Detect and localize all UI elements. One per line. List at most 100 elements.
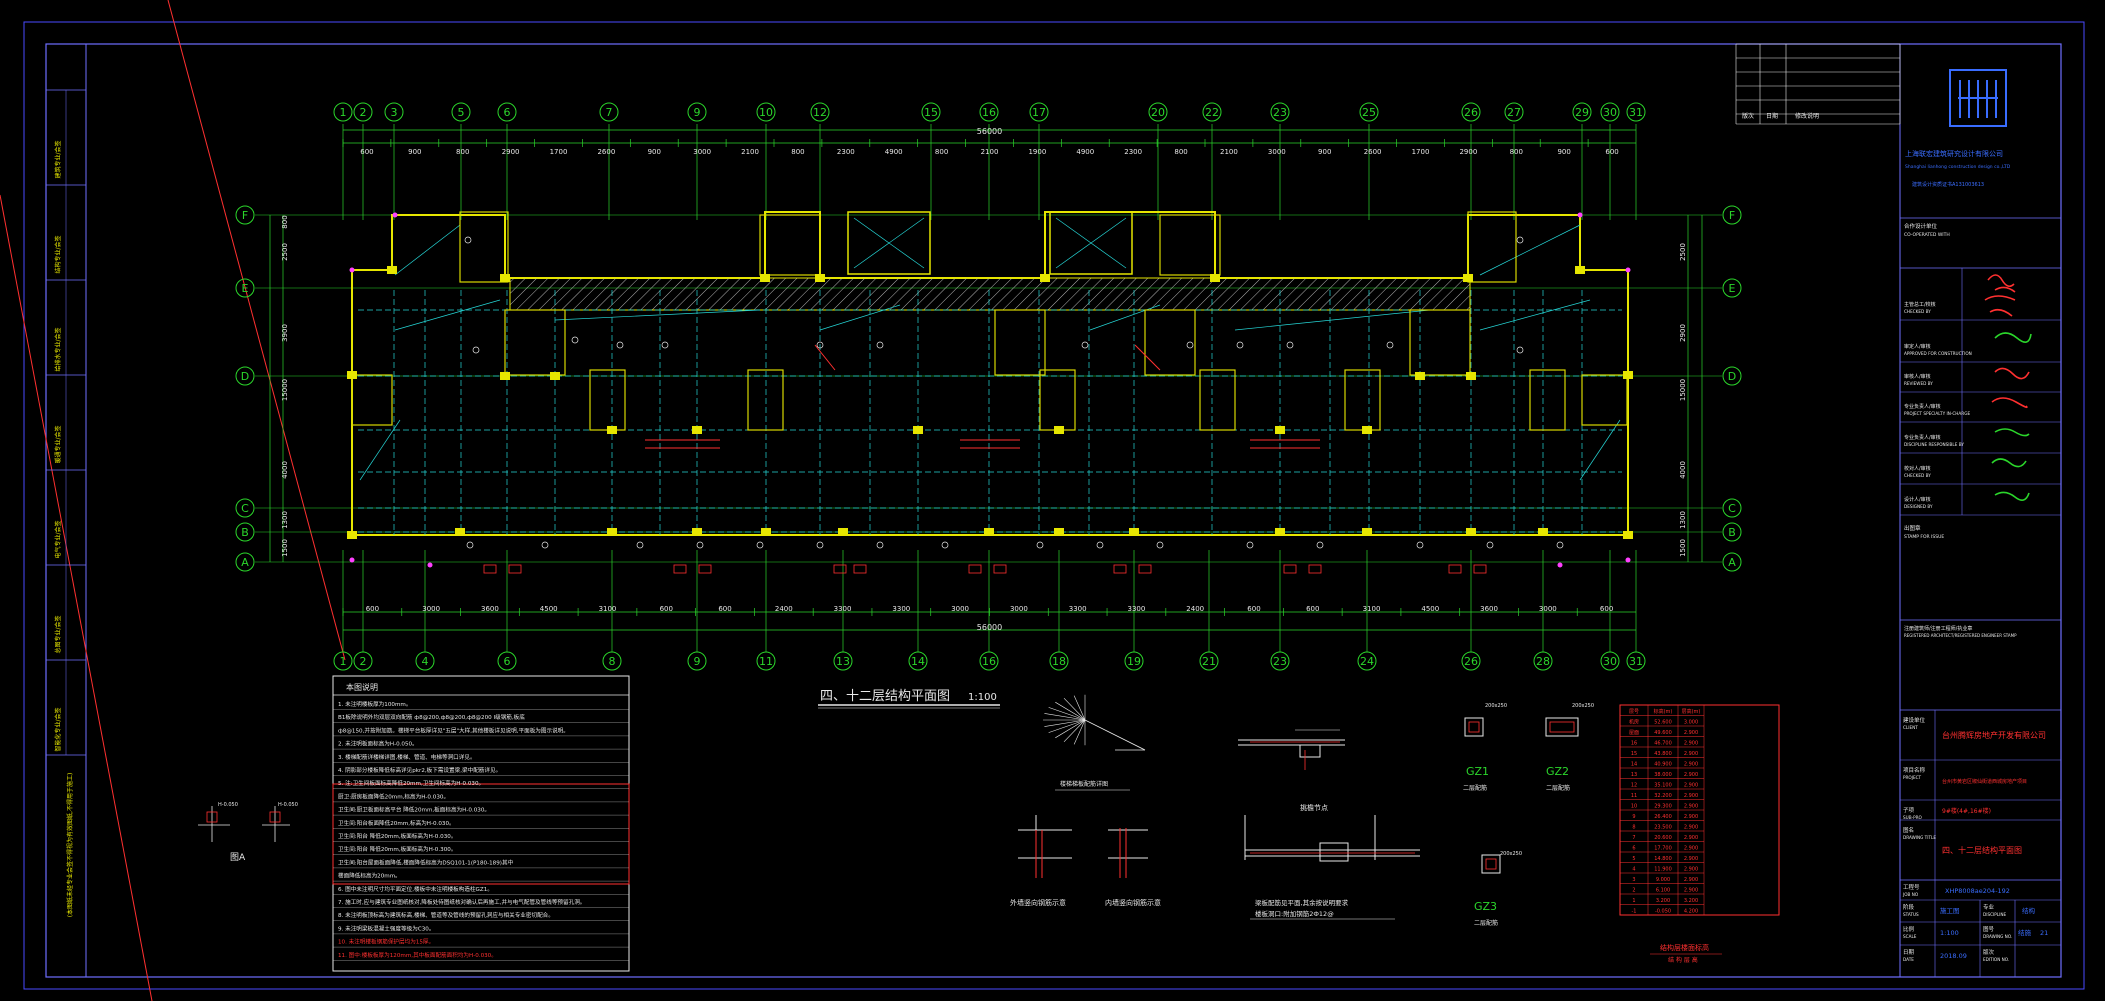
dim-bottom: 3600 (481, 605, 499, 613)
grid-label-bottom: 28 (1536, 655, 1550, 668)
level-table-cell: 16 (1631, 741, 1637, 747)
coop-label-en: CO-OPERATED WITH (1904, 232, 1950, 238)
grid-bubble-right (1722, 205, 1742, 225)
slab-diagonal (1479, 299, 1591, 331)
grid-bubble-left (235, 552, 255, 572)
dim-bottom: 600 (1600, 605, 1613, 613)
note-line: ф8@150,并按附加筋。楼梯平台板厚详见"五层"大样,其他楼板详见说明,平面板… (338, 726, 569, 734)
dim-right: 1300 (1679, 511, 1687, 529)
dim-top: 2300 (1124, 148, 1142, 156)
dim-bottom: 3000 (1539, 605, 1557, 613)
svg-text:GZ2: GZ2 (1546, 765, 1569, 778)
room-wall (1529, 369, 1566, 431)
dim-bottom: 600 (718, 605, 731, 613)
stair-ray (1073, 695, 1086, 721)
stair-ray (1055, 701, 1086, 721)
grid-label-top: 22 (1205, 106, 1219, 119)
info-value: 四、十二层结构平面图 (1942, 845, 2022, 855)
slab-marker (1316, 541, 1324, 549)
elevator-shaft (1049, 211, 1133, 275)
level-table-cell: 11 (1631, 793, 1637, 799)
role-label-en: APPROVED FOR CONSTRUCTION (1904, 351, 1972, 356)
rev-header: 修改说明 (1795, 112, 1819, 120)
grid-bubble-bottom (1357, 651, 1377, 671)
svg-text:200x250: 200x250 (1500, 851, 1522, 857)
slab-marker (1516, 236, 1524, 244)
slab-marker (756, 541, 764, 549)
grid-label-top: 17 (1032, 106, 1046, 119)
room-wall (994, 309, 1046, 376)
level-table-cell: 14 (1631, 762, 1637, 768)
slab-marker (1486, 541, 1494, 549)
signature (1984, 274, 2016, 317)
slab-marker (876, 541, 884, 549)
grid-label-left: B (241, 526, 249, 539)
title-block: 版次日期修改说明上海联宏建筑研究设计有限公司Shanghai lianhong … (1735, 43, 2061, 978)
role-label-en: PROJECT SPECIALTY IN-CHARGE (1904, 411, 1970, 416)
level-table-cell: 20.600 (1654, 835, 1672, 841)
gz-mark (833, 564, 847, 574)
grid-label-bottom: 30 (1603, 655, 1617, 668)
drawing-scale: 1:100 (968, 692, 997, 703)
inner-frame (45, 43, 2062, 978)
slab-diagonal (819, 304, 901, 331)
column (1623, 531, 1633, 539)
coop-label: 合作设计单位 (1904, 222, 1938, 230)
dim-top: 4900 (885, 148, 903, 156)
room-wall (1159, 214, 1221, 276)
signature (1994, 491, 2030, 501)
grid-bubble-bottom (1199, 651, 1219, 671)
company-name-en: Shanghai lianhong construction design co… (1905, 164, 2011, 170)
svg-text:梁板配筋见平面,其余按说明要求: 梁板配筋见平面,其余按说明要求 (1255, 898, 1349, 907)
job-number: XHP8008ae204-192 (1945, 887, 2010, 895)
info-label: 子项 (1903, 807, 1915, 814)
slab-marker (1286, 341, 1294, 349)
info-value: 台州腾辉房地产开发有限公司 (1942, 730, 2046, 740)
note-line: 4. 阴影部分楼板降低标高详见pkr2,板下需设置梁,梁中配筋详见。 (338, 766, 501, 774)
drawing-title: 四、十二层结构平面图 (820, 689, 950, 704)
column (1415, 372, 1425, 380)
grid-label-right: D (1728, 370, 1736, 383)
svg-text:200x250: 200x250 (1485, 703, 1507, 709)
info-label-en: PROJECT (1903, 775, 1922, 780)
dim-bottom: 3100 (599, 605, 617, 613)
svg-text:楼板洞口:附加钢筋2Ф12@: 楼板洞口:附加钢筋2Ф12@ (1255, 909, 1334, 918)
grid-label-top: 12 (813, 106, 827, 119)
dim-top: 3000 (693, 148, 711, 156)
reg-stamp-label: 注册建筑师/注册工程师/执业章 (1904, 625, 1972, 632)
gz2-section: 200x250 GZ2 二层配筋 (1545, 703, 1594, 792)
slab-marker (661, 341, 669, 349)
info-label-en: DRAWING TITLE (1903, 835, 1936, 840)
info-label-en: SUB-PRO (1903, 815, 1923, 820)
dim-left: 1300 (281, 511, 289, 529)
svg-text:GZ3: GZ3 (1474, 900, 1497, 913)
note-line: 9. 未注明梁板混凝土强度等级为C30。 (338, 924, 434, 932)
dim-right: 2500 (1679, 243, 1687, 261)
grid-label-top: 20 (1151, 106, 1165, 119)
note-line: 11. 图中:楼板板厚为120mm,其中板面配筋面积均为H-0.030。 (338, 951, 497, 959)
level-table-cell: 17.700 (1654, 846, 1672, 852)
gz-mark (968, 564, 982, 574)
stair-ray (1055, 719, 1086, 739)
grid-bubble-top (497, 102, 517, 122)
svg-text:挑檐节点: 挑檐节点 (1300, 803, 1328, 812)
note-line: B1板除说明外均双层双向配筋 ф8@200,ф8@200,ф8@200 Ⅰ级钢筋… (338, 713, 525, 721)
column (1538, 528, 1548, 536)
column (761, 528, 771, 536)
role-label: 专业负责人/审核 (1904, 434, 1941, 441)
grid-bubble-top (1461, 102, 1481, 122)
grid-bubble-top (451, 102, 471, 122)
grid-bubble-top (1572, 102, 1592, 122)
anchor-point (1557, 562, 1563, 568)
level-table-cell: 35.100 (1654, 783, 1672, 789)
svg-text:二层配筋: 二层配筋 (1546, 784, 1570, 792)
column (500, 274, 510, 282)
slab-marker (1081, 341, 1089, 349)
grid-bubble-bottom (497, 651, 517, 671)
tb-cell-label-en: DISCIPLINE (1983, 912, 2007, 917)
grid-label-top: 31 (1629, 106, 1643, 119)
dim-right: 4000 (1679, 461, 1687, 479)
info-label-en: CLIENT (1903, 725, 1918, 730)
